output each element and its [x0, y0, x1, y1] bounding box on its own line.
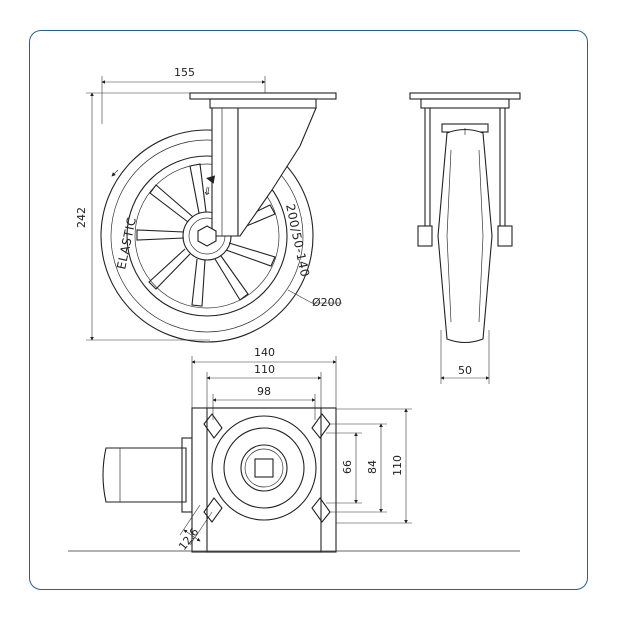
front-wheel-tread-inner — [110, 139, 304, 333]
dim-110-vertical: 110 — [391, 455, 404, 476]
front-fork-body — [237, 107, 317, 237]
dim-110-horizontal: 110 — [254, 363, 275, 376]
dim-140: 140 — [254, 346, 275, 359]
top-wheel — [102, 447, 187, 503]
wheel-size-text: 200/50-140 — [283, 203, 312, 279]
side-view-dimensions: 50 — [440, 330, 490, 384]
front-fork-leg — [211, 107, 239, 237]
side-wheel — [437, 128, 493, 344]
top-plate-center-ring — [211, 415, 317, 521]
svg-text:⇐ ▲: ⇐ ▲ — [200, 173, 217, 197]
front-view: ⇐ ▲ ELASTIC 200/50-140 — [100, 92, 337, 343]
side-swivel-bearing — [420, 98, 510, 109]
front-top-plate — [189, 92, 337, 100]
dim-84: 84 — [366, 460, 379, 474]
dim-66: 66 — [341, 460, 354, 474]
front-swivel-bearing — [209, 98, 317, 109]
top-view — [68, 407, 520, 553]
side-axle-right — [497, 225, 513, 247]
top-plate — [191, 407, 337, 553]
dim-155: 155 — [174, 66, 195, 79]
front-wheel-rim-inner — [134, 163, 280, 309]
side-top-plate — [409, 92, 521, 100]
side-view — [409, 92, 521, 344]
front-view-dimensions: 155 242 Ø200 — [75, 66, 342, 341]
dim-98: 98 — [257, 385, 271, 398]
front-wheel-tread — [100, 129, 314, 343]
top-view-dimensions: 140 110 98 66 84 110 12.6 — [176, 346, 412, 553]
dim-diameter: Ø200 — [312, 296, 342, 309]
front-wheel-rim — [126, 155, 288, 317]
mounting-slots — [203, 413, 331, 523]
side-axle-left — [417, 225, 433, 247]
side-fork-legs — [424, 108, 506, 236]
axle-nut — [197, 225, 217, 247]
dim-50: 50 — [458, 364, 472, 377]
dim-242: 242 — [75, 207, 88, 228]
